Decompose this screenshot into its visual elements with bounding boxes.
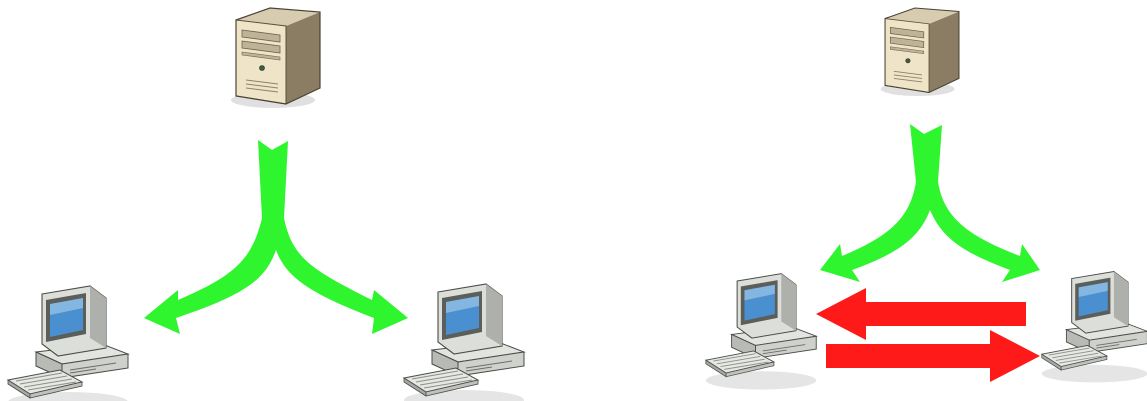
desktop-computer-icon <box>706 274 816 390</box>
server-tower-icon <box>231 8 320 108</box>
desktop-computer-icon <box>8 286 128 401</box>
desktop-computer-icon <box>1042 272 1147 383</box>
flow-arrow-server-to-clients <box>820 124 1040 282</box>
flow-arrow-right-to-left-client <box>816 288 1026 340</box>
flow-arrow-left-to-right-client <box>826 330 1040 382</box>
flow-arrow-server-to-left-client <box>144 140 408 334</box>
desktop-computer-icon <box>404 284 524 401</box>
server-tower-icon <box>881 8 959 96</box>
diagram-hybrid-peer-to-peer <box>706 8 1147 390</box>
diagram-client-server <box>8 8 524 401</box>
